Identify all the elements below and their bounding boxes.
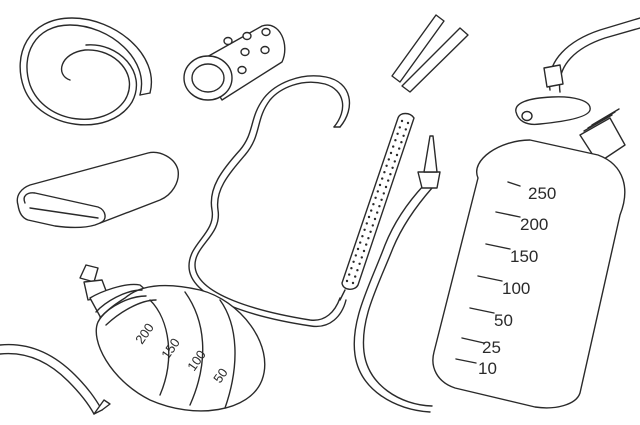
perforation-dot	[348, 273, 351, 276]
perforation-dot	[391, 166, 394, 169]
perforation-dot	[356, 247, 360, 251]
perforation-dot	[354, 275, 357, 278]
perforation-dot	[351, 281, 355, 285]
perforation-dot	[394, 139, 397, 142]
bag-scale-label: 250	[528, 184, 556, 203]
tube-fragment	[0, 343, 111, 415]
perforation-dot	[350, 267, 353, 270]
perforation-dot	[393, 160, 396, 163]
perforation-dot	[354, 254, 357, 257]
connector-tubing	[339, 135, 441, 413]
perforation-dot	[387, 158, 390, 161]
perforation-dot	[372, 203, 375, 206]
perforation-dot	[398, 126, 401, 129]
coiled-tube	[19, 17, 153, 126]
perforation-dot	[376, 211, 379, 214]
perforated-cylinder	[183, 24, 286, 101]
perforation-dot	[380, 198, 383, 201]
parallel-strips	[391, 14, 469, 93]
perforation-dot	[378, 205, 381, 208]
perforation-dot	[404, 128, 407, 131]
bag-scale-label: 100	[502, 279, 530, 298]
perforation-dot	[400, 119, 404, 123]
perforation-dot	[373, 217, 377, 221]
perforation-dot	[381, 177, 384, 180]
perforation-dot	[376, 190, 379, 193]
perforation-dot	[362, 249, 366, 253]
drainage-bag: 250 200 150 100 50 25 10	[432, 17, 640, 409]
perforation-dot	[402, 134, 405, 137]
perforation-dot	[396, 132, 399, 135]
perforation-dot	[387, 179, 390, 182]
perforation-dot	[358, 262, 361, 265]
bag-scale-label: 150	[510, 247, 538, 266]
hooked-drain-tube	[188, 75, 351, 328]
perforation-dot	[360, 256, 363, 259]
perforation-dot	[361, 235, 364, 238]
perforation-dot	[384, 185, 388, 189]
perforation-dot	[395, 153, 399, 157]
perforation-dot	[389, 173, 392, 176]
bulb-scale-label: 50	[210, 365, 231, 385]
perforation-dot	[365, 222, 368, 225]
perforation-dot	[406, 121, 410, 125]
perforation-dot	[359, 241, 362, 244]
perforation-dot	[370, 209, 373, 212]
bag-scale-label: 25	[482, 338, 501, 357]
bag-scale-label: 200	[520, 215, 548, 234]
perforated-drain	[341, 112, 415, 290]
bag-scale-label: 10	[478, 359, 497, 378]
perforation-dot	[392, 145, 395, 148]
perforation-dot	[383, 171, 386, 174]
perforation-dot	[356, 269, 359, 272]
perforation-dot	[365, 243, 368, 246]
perforation-dot	[345, 279, 349, 283]
drain-perforations	[345, 119, 410, 285]
perforation-dot	[382, 192, 385, 195]
perforation-dot	[363, 228, 366, 231]
suction-bulb: 200 150 100 50	[79, 264, 266, 412]
perforation-dot	[400, 141, 403, 144]
perforation-dot	[385, 164, 388, 167]
bag-scale-label: 50	[494, 311, 513, 330]
perforation-dot	[378, 183, 382, 187]
perforation-dot	[398, 147, 401, 150]
perforation-dot	[367, 237, 370, 240]
perforation-dot	[367, 215, 371, 219]
perforation-dot	[369, 230, 372, 233]
perforation-dot	[371, 224, 374, 227]
perforation-dot	[352, 260, 355, 263]
flat-pad	[16, 151, 179, 229]
perforation-dot	[374, 196, 377, 199]
perforation-dot	[389, 151, 393, 155]
